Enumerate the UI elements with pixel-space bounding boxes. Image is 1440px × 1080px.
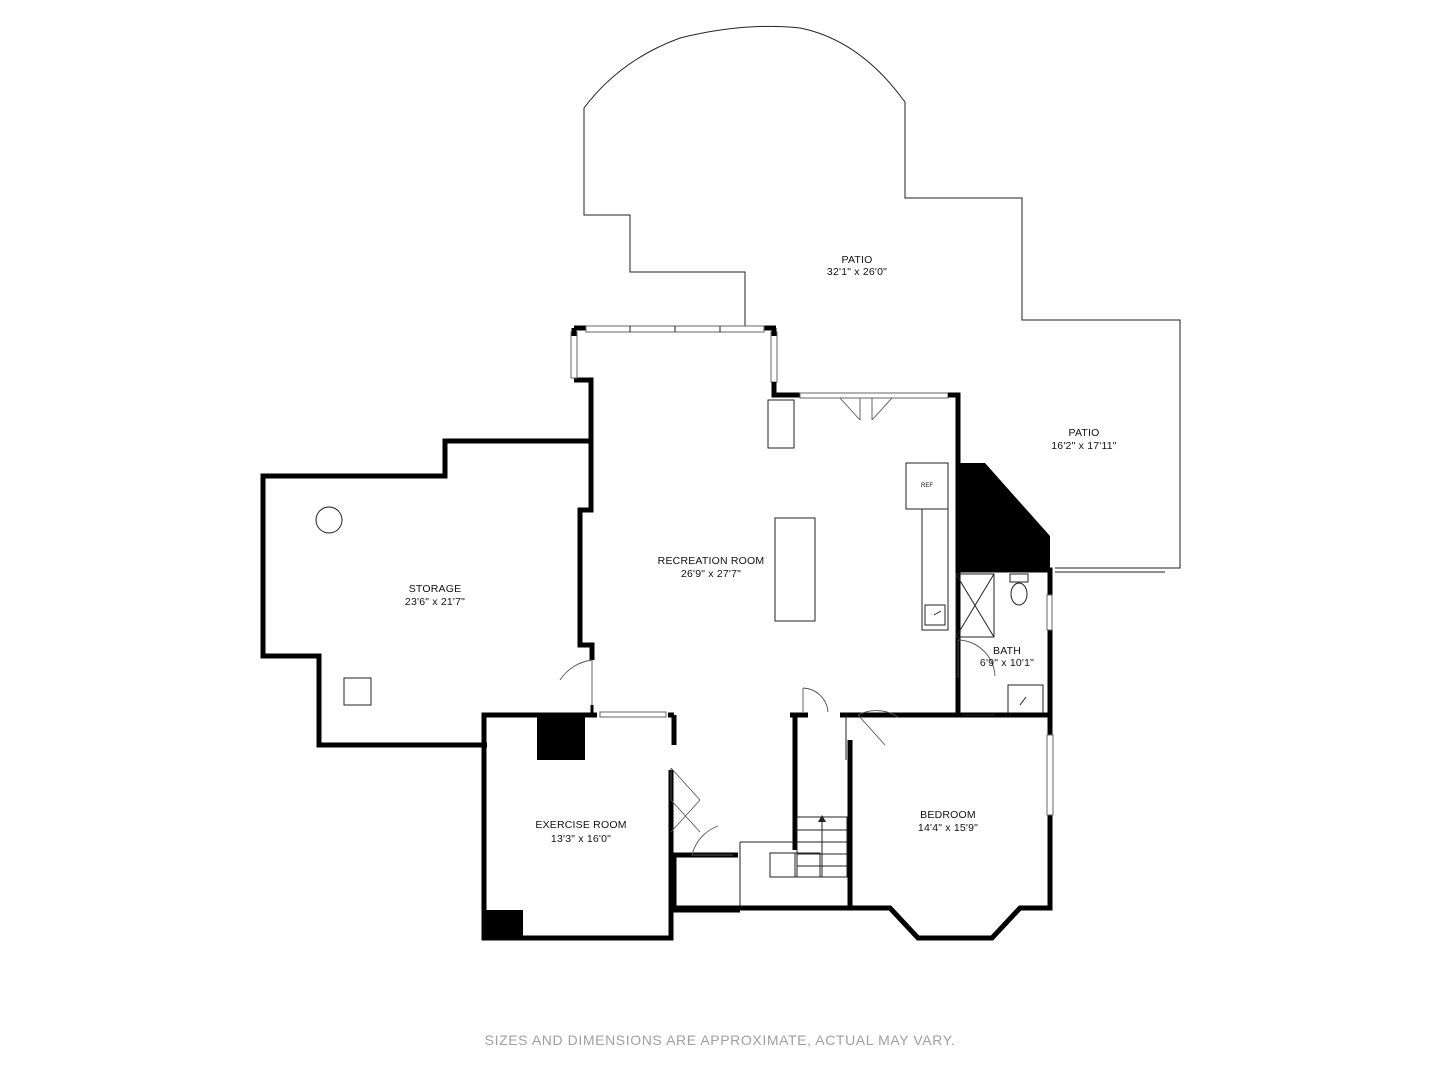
room-name-patio-main: PATIO <box>842 254 873 266</box>
room-name-bath: BATH <box>993 645 1021 657</box>
bath-sink <box>1007 684 1044 714</box>
storage-door <box>559 659 593 705</box>
exercise-closet-door <box>670 767 701 833</box>
french-door-right <box>871 397 893 421</box>
room-dims-bedroom: 14'4" x 15'9" <box>918 822 978 834</box>
chimney-block <box>958 463 1050 570</box>
patio-main-outline <box>583 25 1181 569</box>
toilet-bowl <box>1010 582 1028 606</box>
east-window <box>770 331 778 383</box>
room-dims-storage: 23'6" x 21'7" <box>405 596 465 608</box>
bath-window <box>1046 594 1053 631</box>
bedroom-window <box>1046 734 1054 816</box>
water-heater-icon <box>315 506 343 534</box>
room-dims-recreation: 26'9" x 27'7" <box>681 568 741 580</box>
room-name-exercise: EXERCISE ROOM <box>535 819 626 831</box>
bath-door <box>957 639 996 678</box>
storage-walls <box>260 378 594 748</box>
room-name-storage: STORAGE <box>409 583 462 595</box>
closet-walls <box>671 852 740 913</box>
cabinet <box>767 399 795 449</box>
sump-pit-icon <box>343 677 372 706</box>
room-name-bedroom: BEDROOM <box>920 809 976 821</box>
refrigerator-label: REF <box>921 483 933 489</box>
sliding-door-window <box>799 392 949 399</box>
shower <box>955 573 995 638</box>
room-dims-patio-main: 32'1" x 26'0" <box>827 266 887 278</box>
closet-door <box>802 687 829 713</box>
room-dims-patio-side: 16'2" x 17'11" <box>1051 440 1117 452</box>
recreation-east-step <box>771 382 800 398</box>
disclaimer-text: SIZES AND DIMENSIONS ARE APPROXIMATE, AC… <box>484 1032 956 1048</box>
west-window <box>570 331 578 379</box>
south-window <box>599 711 667 718</box>
room-dims-bath: 6'9" x 10'1" <box>980 657 1034 669</box>
room-dims-exercise: 13'3" x 16'0" <box>551 833 611 845</box>
closet-door-south <box>691 825 733 856</box>
french-door-left <box>839 397 861 421</box>
bedroom-door <box>857 710 899 746</box>
exercise-column-south <box>484 910 523 938</box>
exercise-column-north <box>537 715 585 760</box>
kitchen-sink <box>924 604 946 626</box>
kitchen-counter <box>921 508 949 631</box>
room-name-patio-side: PATIO <box>1069 427 1100 439</box>
toilet-tank <box>1009 573 1029 583</box>
room-name-recreation: RECREATION ROOM <box>658 555 765 567</box>
recreation-west-wall <box>574 377 595 660</box>
bedroom-walls <box>674 715 1053 941</box>
kitchen-island <box>774 517 816 622</box>
